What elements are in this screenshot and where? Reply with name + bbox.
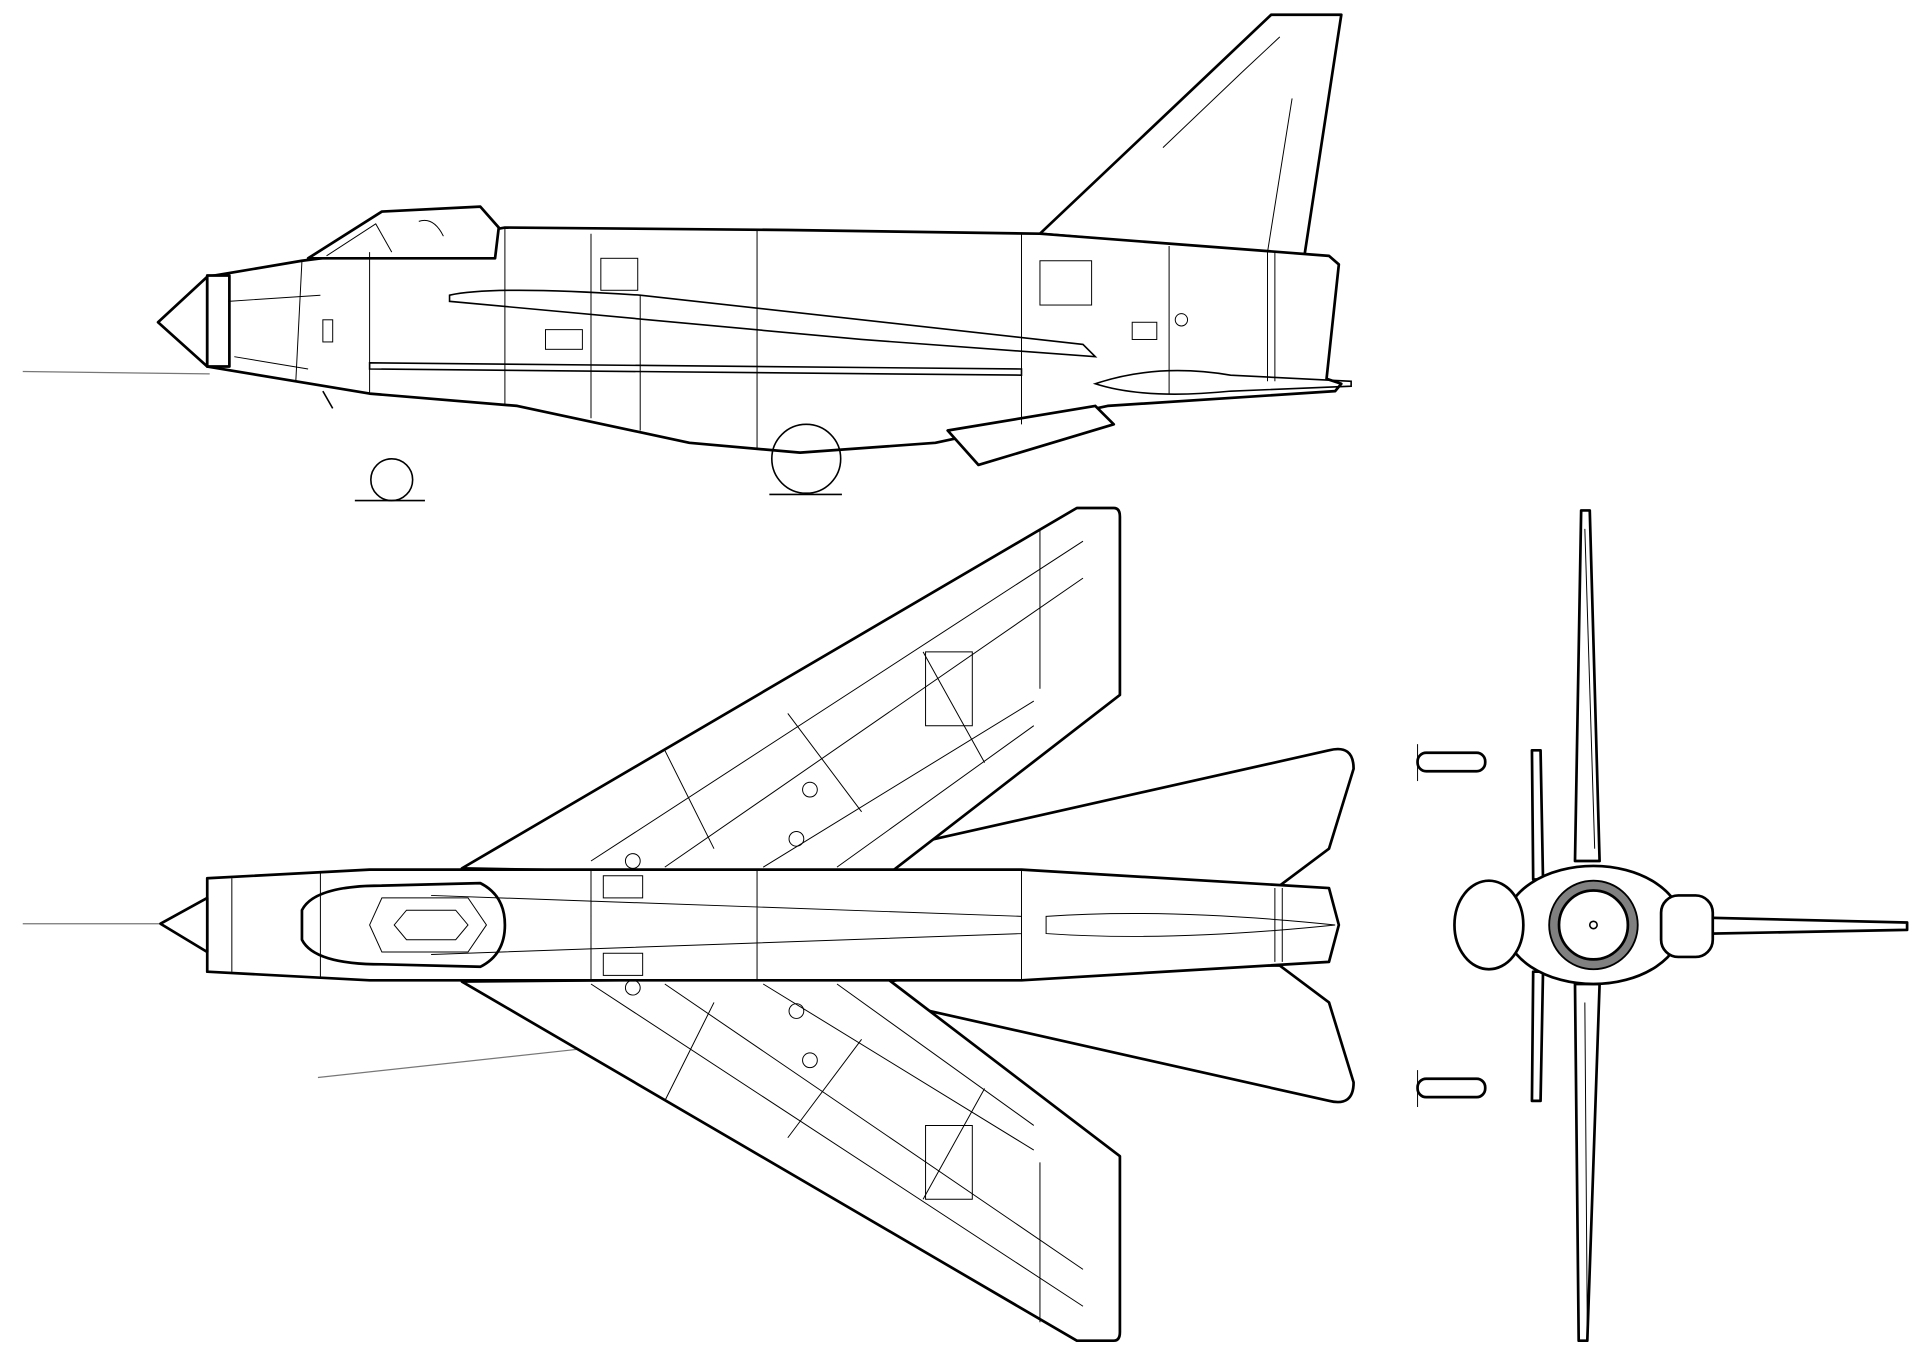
top-view [22,506,1355,1343]
side-nose-cone [156,275,209,368]
front-left-pod [1453,879,1525,971]
front-fin-lines [1584,528,1596,1329]
front-tailplane-lower [1530,970,1545,1103]
side-panel [1039,260,1093,306]
top-missile-probe [317,1048,579,1079]
side-panel [544,329,583,350]
top-wing-left [460,506,1122,878]
front-engine-center [1588,920,1598,930]
side-panel [1131,321,1158,340]
side-nose-gear [322,390,334,409]
top-tailplane-lower [835,964,1355,1104]
side-panel-lines [228,227,1276,449]
side-fin-panel [1162,36,1293,253]
top-flap-panel [925,651,973,1200]
front-fin [1573,509,1601,863]
side-nose-wheel [370,457,414,502]
top-hatch [624,853,641,869]
side-fuselage [205,226,1343,454]
top-wing-panel-lines [590,528,1084,1323]
top-canopy-frame [369,897,488,953]
top-canopy [300,881,507,969]
top-hatch [802,1052,818,1069]
top-nose-cone [159,896,209,954]
side-panel [600,257,639,291]
top-hatch [788,1003,805,1019]
front-right-pod [1659,894,1715,959]
top-panel [602,875,644,899]
side-rear-fairing [1092,369,1352,395]
top-hatch [788,830,805,847]
front-tailplane-upper [1530,748,1545,881]
side-intake-lip [205,274,231,368]
side-panel [322,319,334,343]
side-view [22,13,1352,502]
top-fuselage-lines [231,869,1336,981]
side-ventral-tank [946,404,1116,467]
side-canopy-frame [326,219,444,257]
front-missile-upper [1416,751,1487,773]
top-panel [602,952,644,976]
top-tailplane-upper [835,747,1355,887]
side-canopy [306,205,501,260]
front-view [1416,509,1909,1343]
side-tail-fin [1038,13,1343,258]
side-wing-root [448,289,1098,358]
top-hatch [802,781,818,798]
front-engine-nozzle [1557,889,1630,961]
side-main-wheel [771,423,842,495]
side-pitot-probe [22,370,210,375]
front-missile-lower [1416,1077,1487,1099]
top-hatch [624,979,641,996]
side-vent [1174,313,1189,327]
